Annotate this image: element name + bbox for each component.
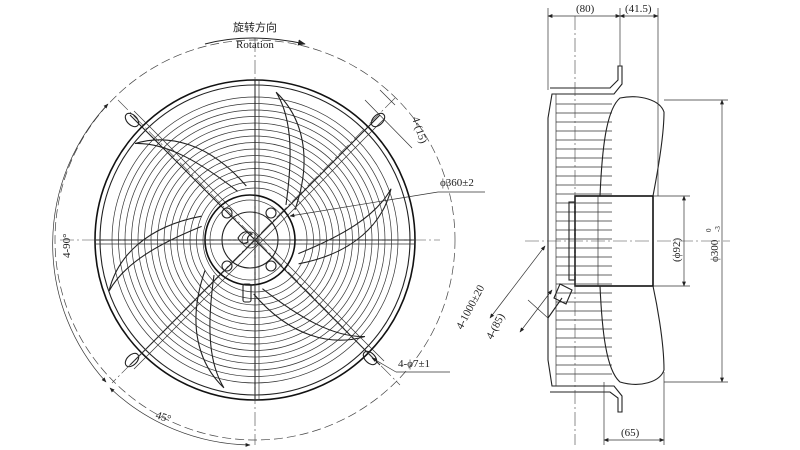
dim-holes-leader (371, 357, 397, 373)
dim-guard-diameter: ϕ360±2 (440, 177, 474, 189)
centerline-diag-2 (111, 97, 396, 384)
dim-mount-holes: 4-ϕ7±1 (398, 358, 430, 370)
mounting-holes (124, 112, 386, 368)
fan-blade (275, 91, 305, 210)
fan-blades (108, 91, 392, 389)
dim-cable-sub: 4-(85) (484, 311, 508, 341)
dim-angle-90: 4-90° (61, 233, 73, 258)
guard-frame (547, 65, 623, 413)
dim-outer-tol-upper: 0 (705, 228, 713, 232)
dim-hub: (ϕ92) (671, 238, 683, 262)
dim-top-right: (41.5) (625, 3, 652, 15)
blade-profile-bottom (599, 285, 665, 385)
dim-outer-main: ϕ300 (709, 239, 721, 262)
dim-cable-line (489, 245, 546, 319)
dim-arc-90 (52, 103, 109, 383)
dim-cable: 4-1000±20 (454, 283, 487, 332)
dim-bottom: (65) (621, 427, 640, 439)
centerline-diag-1 (117, 99, 401, 386)
dim-top-left: (80) (576, 3, 595, 15)
fan-blade (134, 139, 247, 192)
dim-360-leader (289, 191, 439, 218)
front-view: 旋转方向 Rotation ϕ360±2 4-(15) 4-ϕ7±1 4-90°… (52, 20, 485, 447)
dim-arc-45 (109, 387, 251, 447)
dim-outer-tol-lower: -3 (714, 226, 722, 232)
cable-gland (553, 283, 573, 305)
rotation-arrow (204, 37, 306, 46)
fan-blade (253, 288, 366, 341)
dim-slot-line (364, 99, 413, 149)
dim-slots: 4-(15) (409, 115, 429, 145)
blade-profile-top (599, 96, 665, 197)
dim-cable-sub-line (519, 289, 553, 333)
fan-blade (298, 188, 392, 265)
rotation-label-en: Rotation (236, 39, 274, 51)
rotation-label-cn: 旋转方向 (233, 20, 277, 34)
dim-angle-45: 45° (154, 409, 172, 425)
side-view: (80) (41.5) (ϕ92) ϕ300 0 -3 4-1000±20 4-… (454, 3, 730, 445)
